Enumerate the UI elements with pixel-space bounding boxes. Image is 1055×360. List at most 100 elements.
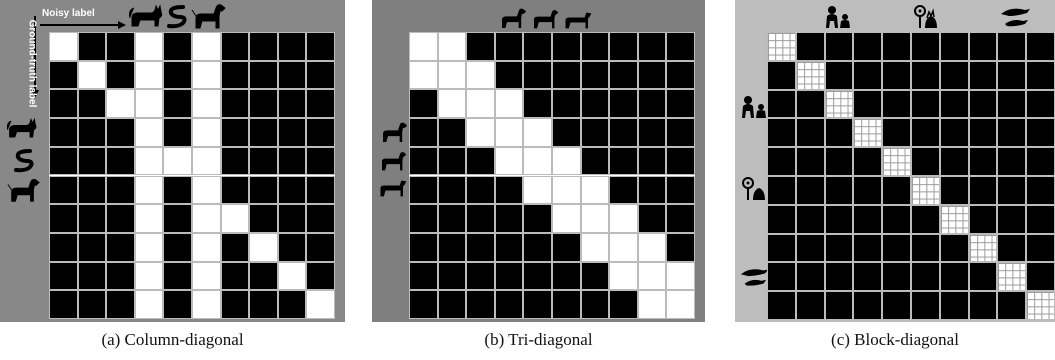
matrix-cell-off bbox=[220, 261, 250, 291]
matrix-cell-off bbox=[466, 261, 495, 291]
matrix-cell-off bbox=[882, 233, 911, 263]
matrix-cell-off bbox=[580, 118, 610, 147]
matrix-cell-off bbox=[523, 32, 552, 61]
matrix-cell-off bbox=[853, 291, 883, 320]
matrix-cell-off bbox=[580, 146, 610, 176]
matrix-cell-off bbox=[824, 60, 854, 90]
matrix-cell-off bbox=[552, 232, 581, 262]
matrix-cell-on bbox=[249, 232, 278, 262]
matrix-cell-off bbox=[220, 118, 250, 147]
matrix-cell-off bbox=[409, 204, 438, 233]
matrix-cell-off bbox=[795, 291, 825, 320]
matrix-cell-on bbox=[192, 32, 221, 61]
matrix-cell-off bbox=[163, 118, 192, 147]
matrix-cell-off bbox=[997, 60, 1027, 90]
matrix-cell-off bbox=[494, 261, 524, 291]
caption-c: (c) Block-diagonal bbox=[831, 330, 959, 349]
dog-icon bbox=[380, 180, 407, 197]
matrix-cell-off bbox=[49, 89, 78, 119]
matrix-cell-on bbox=[409, 60, 438, 90]
matrix-cell-off bbox=[767, 176, 796, 205]
matrix-cell-off bbox=[77, 146, 107, 176]
matrix-cell-on bbox=[580, 175, 610, 205]
matrix-cell-off bbox=[1026, 204, 1055, 234]
matrix-cell-off bbox=[637, 32, 667, 61]
matrix-cell-off bbox=[853, 176, 883, 205]
matrix-cell-on bbox=[437, 32, 467, 61]
matrix-cell-off bbox=[824, 233, 854, 263]
matrix-cell-off bbox=[824, 118, 854, 148]
matrix-cell-off bbox=[1026, 118, 1055, 148]
matrix-cell-off bbox=[409, 232, 438, 262]
matrix-cell-on bbox=[466, 118, 495, 147]
matrix-cell-off bbox=[49, 146, 78, 176]
matrix-cell-on bbox=[220, 204, 250, 233]
matrix-cell-off bbox=[911, 60, 940, 90]
matrix-cell-off bbox=[580, 89, 610, 119]
matrix-cell-off bbox=[609, 118, 638, 147]
matrix-cell-on bbox=[609, 232, 638, 262]
dog-icon bbox=[565, 12, 592, 29]
matrix-cell-on bbox=[1026, 291, 1055, 320]
matrix-cell-off bbox=[552, 261, 581, 291]
matrix-cell-on bbox=[911, 176, 940, 205]
matrix-cell-on bbox=[580, 204, 610, 233]
matrix-cell-off bbox=[795, 176, 825, 205]
matrix-cell-off bbox=[163, 32, 192, 61]
matrix-cell-off bbox=[997, 89, 1027, 119]
matrix-cell-off bbox=[968, 118, 998, 148]
matrix-cell-off bbox=[437, 175, 467, 205]
matrix-cell-off bbox=[306, 204, 335, 233]
matrix-cell-on bbox=[853, 118, 883, 148]
matrix-cell-off bbox=[637, 204, 667, 233]
matrix-cell-on bbox=[437, 60, 467, 90]
matrix-cell-off bbox=[163, 261, 192, 291]
matrix-cell-off bbox=[580, 32, 610, 61]
matrix-cell-on bbox=[134, 60, 164, 90]
matrix-cell-off bbox=[1026, 89, 1055, 119]
matrix-cell-off bbox=[824, 147, 854, 176]
matrix-cell-off bbox=[494, 290, 524, 319]
matrix-cell-on bbox=[306, 290, 335, 319]
flower-icon bbox=[742, 177, 765, 200]
matrix-cell-off bbox=[466, 146, 495, 176]
matrix-cell-off bbox=[106, 60, 135, 90]
matrix-cell-off bbox=[939, 147, 969, 176]
matrix-cell-off bbox=[552, 32, 581, 61]
matrix-cell-off bbox=[795, 233, 825, 263]
dog-icon bbox=[191, 4, 226, 29]
matrix-cell-off bbox=[853, 204, 883, 234]
matrix-cell-off bbox=[552, 290, 581, 319]
matrix-cell-off bbox=[795, 89, 825, 119]
matrix-cell-on bbox=[666, 290, 695, 319]
matrix-cell-off bbox=[968, 60, 998, 90]
matrix-cell-off bbox=[106, 290, 135, 319]
matrix-cell-on bbox=[609, 261, 638, 291]
matrix-cell-off bbox=[523, 232, 552, 262]
matrix-cell-off bbox=[277, 146, 307, 176]
matrix-cell-off bbox=[306, 261, 335, 291]
matrix-cell-off bbox=[637, 146, 667, 176]
matrix-cell-off bbox=[494, 204, 524, 233]
matrix-cell-off bbox=[939, 118, 969, 148]
matrix-cell-on bbox=[494, 146, 524, 176]
matrix-cell-off bbox=[220, 89, 250, 119]
matrix-cell-off bbox=[77, 175, 107, 205]
matrix-cell-off bbox=[466, 32, 495, 61]
matrix-cell-off bbox=[409, 175, 438, 205]
noisy-label-arrow bbox=[40, 21, 126, 29]
matrix-cell-off bbox=[163, 232, 192, 262]
matrix-cell-off bbox=[409, 89, 438, 119]
matrix-cell-off bbox=[911, 32, 940, 61]
matrix-cell-off bbox=[277, 60, 307, 90]
matrix-tri-diagonal bbox=[409, 32, 695, 319]
matrix-cell-off bbox=[939, 176, 969, 205]
matrix-cell-off bbox=[494, 175, 524, 205]
matrix-cell-off bbox=[437, 261, 467, 291]
matrix-cell-off bbox=[1026, 176, 1055, 205]
matrix-cell-on bbox=[134, 118, 164, 147]
flower-icon bbox=[914, 5, 937, 28]
matrix-cell-off bbox=[609, 32, 638, 61]
matrix-cell-off bbox=[968, 262, 998, 292]
matrix-cell-off bbox=[795, 118, 825, 148]
